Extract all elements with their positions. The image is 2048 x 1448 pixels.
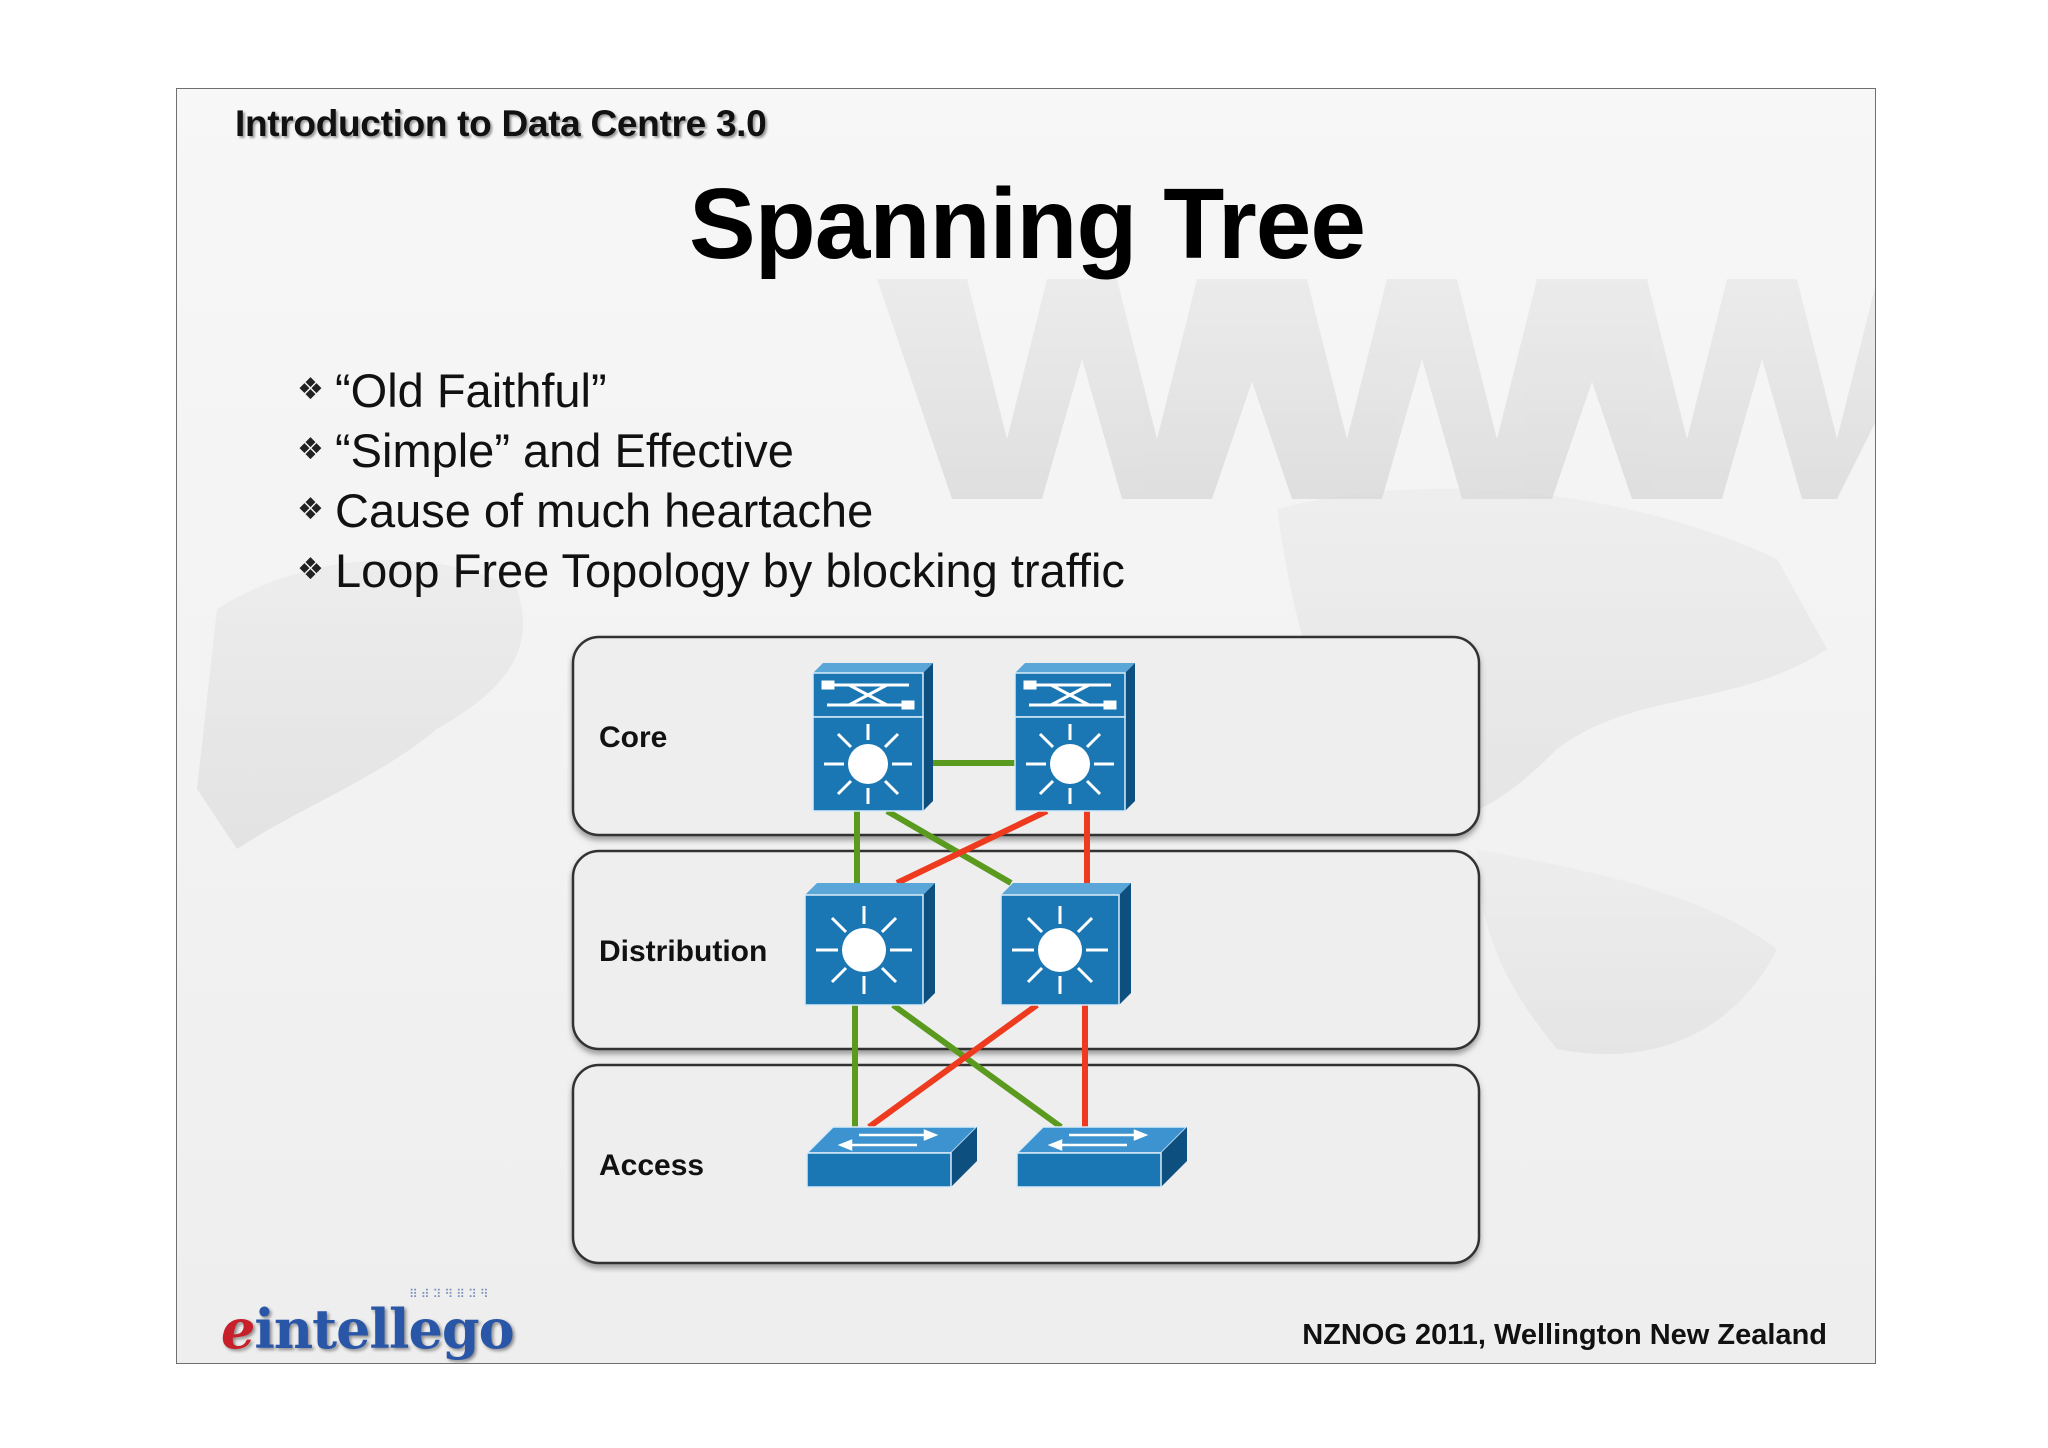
eintellego-logo: ⠿⠾⠽⠻⠿⠽⠻ eintellego (221, 1287, 515, 1361)
access-switch-2 (1015, 1126, 1189, 1188)
bullet-list: ❖“Old Faithful” ❖“Simple” and Effective … (297, 361, 1125, 601)
bullet-marker-icon: ❖ (297, 433, 324, 466)
slide-header: Introduction to Data Centre 3.0 (235, 103, 767, 144)
world-map-shape (1477, 849, 1777, 1055)
network-topology-diagram: Core Distribution Access (571, 635, 1481, 1265)
distribution-switch-2 (1000, 883, 1131, 1006)
logo-wordmark: eintellego (221, 1297, 515, 1361)
bullet-marker-icon: ❖ (297, 553, 324, 586)
link-dist-2-access-1-blocking (867, 1002, 1039, 1130)
crossbar-icon (1023, 680, 1117, 710)
bullet-item: ❖ Cause of much heartache (297, 481, 1125, 541)
bullet-marker-icon: ❖ (297, 373, 324, 406)
bullet-item: ❖ “Simple” and Effective (297, 421, 1125, 481)
slide-title: Spanning Tree (688, 168, 1366, 280)
world-map-shape (197, 560, 524, 849)
core-switch-1 (812, 663, 933, 812)
bullet-item: ❖ “Old Faithful” (297, 361, 1125, 421)
distribution-switch-1 (804, 883, 935, 1006)
router-arrows-icon (1026, 724, 1114, 804)
core-switch-2 (1014, 663, 1135, 812)
bullet-marker-icon: ❖ (297, 493, 324, 526)
router-arrows-icon (824, 724, 912, 804)
bullet-text: “Old Faithful” (335, 364, 607, 417)
bullet-text: Cause of much heartache (335, 484, 874, 537)
logo-braille-dots-icon: ⠿⠾⠽⠻⠿⠽⠻ (409, 1287, 492, 1301)
slide-footer: NZNOG 2011, Wellington New Zealand (1302, 1319, 1827, 1351)
router-arrows-icon (1012, 906, 1108, 994)
layer-label-distribution: Distribution (599, 935, 767, 968)
links-layer (852, 760, 1090, 1130)
switch-arrows-icon (837, 1129, 939, 1151)
slide: Introduction to Data Centre 3.0 Spanning… (176, 88, 1876, 1364)
access-switch-1 (805, 1126, 979, 1188)
bullet-text: Loop Free Topology by blocking traffic (335, 544, 1125, 597)
switch-arrows-icon (1047, 1129, 1149, 1151)
www-watermark (877, 279, 1875, 499)
bullet-text: “Simple” and Effective (335, 424, 794, 477)
link-core-2-dist-1-blocking (895, 808, 1049, 886)
layer-label-core: Core (599, 721, 667, 754)
layer-label-access: Access (599, 1149, 704, 1182)
link-dist-1-access-2-forwarding (891, 1002, 1063, 1130)
router-arrows-icon (816, 906, 912, 994)
crossbar-icon (821, 680, 915, 710)
link-core-1-dist-2-forwarding (885, 808, 1013, 886)
bullet-item: ❖ Loop Free Topology by blocking traffic (297, 541, 1125, 601)
